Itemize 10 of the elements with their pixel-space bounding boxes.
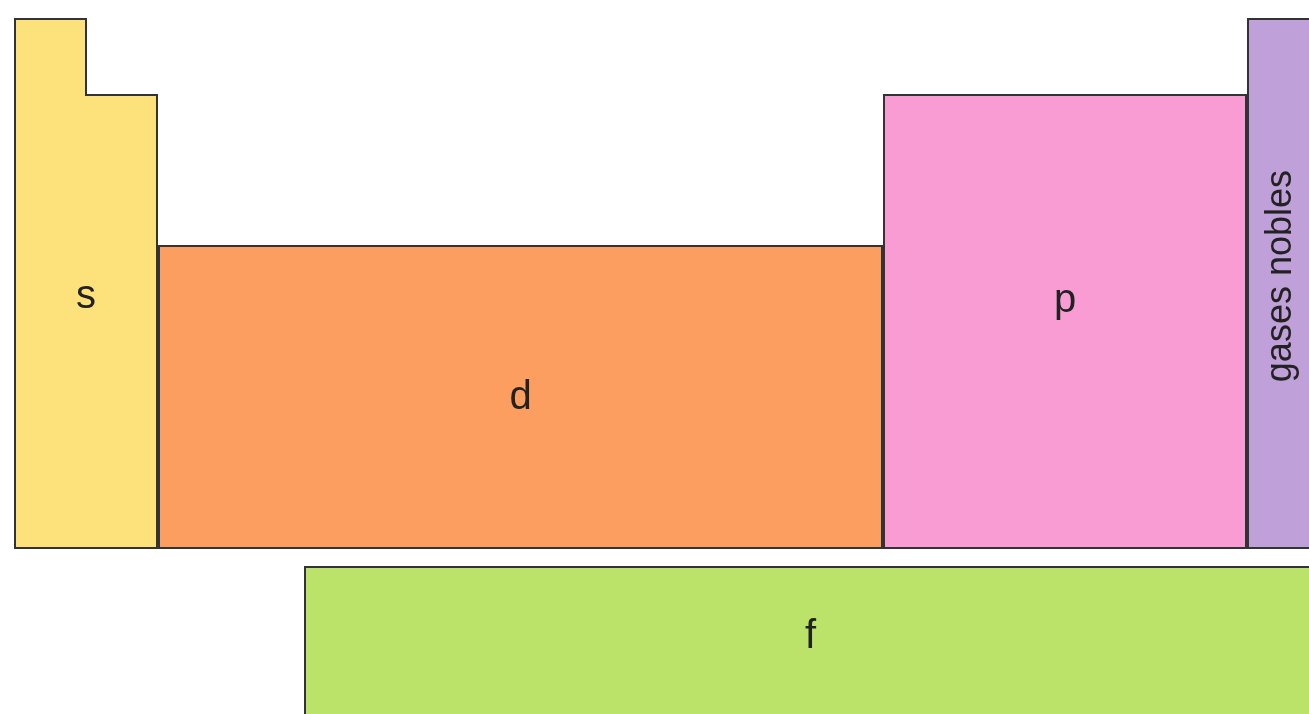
- block-label: gases nobles: [1261, 170, 1297, 383]
- s-block-shape: [14, 18, 158, 549]
- block-label: s: [76, 274, 96, 314]
- f-block-box: [304, 566, 1309, 714]
- p-block-box: [883, 94, 1247, 549]
- block-label: f: [804, 614, 817, 654]
- block-label: p: [1053, 278, 1077, 318]
- noble-gas-column: [1247, 18, 1309, 549]
- block-label: d: [509, 375, 532, 415]
- d-block-box: [158, 245, 883, 549]
